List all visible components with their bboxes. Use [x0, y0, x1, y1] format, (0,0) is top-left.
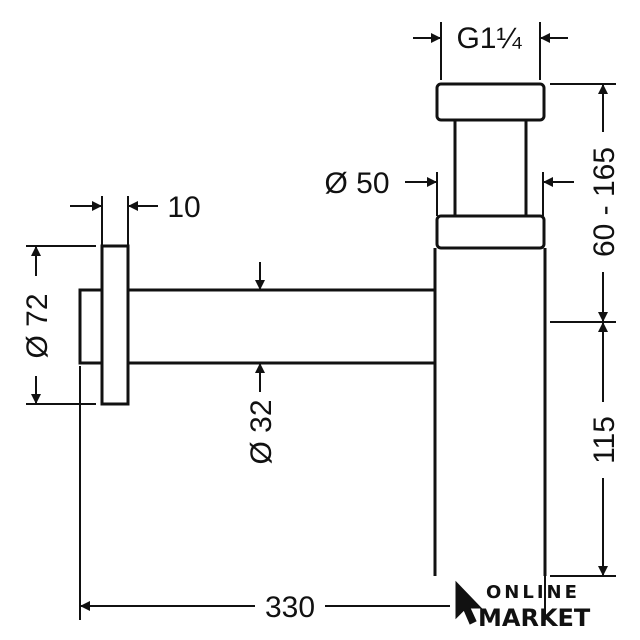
siphon-body — [78, 82, 547, 576]
lower-nut — [435, 214, 546, 250]
wall-flange — [100, 244, 130, 406]
projection-label: 330 — [265, 591, 315, 624]
flange-thickness-label: 10 — [167, 191, 200, 224]
top-nut — [435, 82, 546, 122]
wall-pipe — [128, 288, 435, 365]
d72-label: Ø 72 — [21, 293, 54, 358]
d50-label: Ø 50 — [324, 167, 389, 200]
wall-stub — [78, 288, 104, 365]
height-range-label: 60 - 165 — [588, 147, 621, 257]
cursor-icon — [455, 580, 483, 625]
main-body — [433, 248, 547, 576]
thread-label: G1¼ — [456, 22, 522, 55]
lower-height-label: 115 — [588, 416, 621, 464]
online-market-logo: ONLINE MARKET — [455, 580, 591, 632]
logo-line-1: ONLINE — [486, 582, 580, 603]
d32-label: Ø 32 — [245, 399, 278, 464]
dimension-lines — [26, 22, 616, 620]
upper-tube — [453, 118, 528, 218]
logo-line-2: MARKET — [478, 604, 591, 632]
